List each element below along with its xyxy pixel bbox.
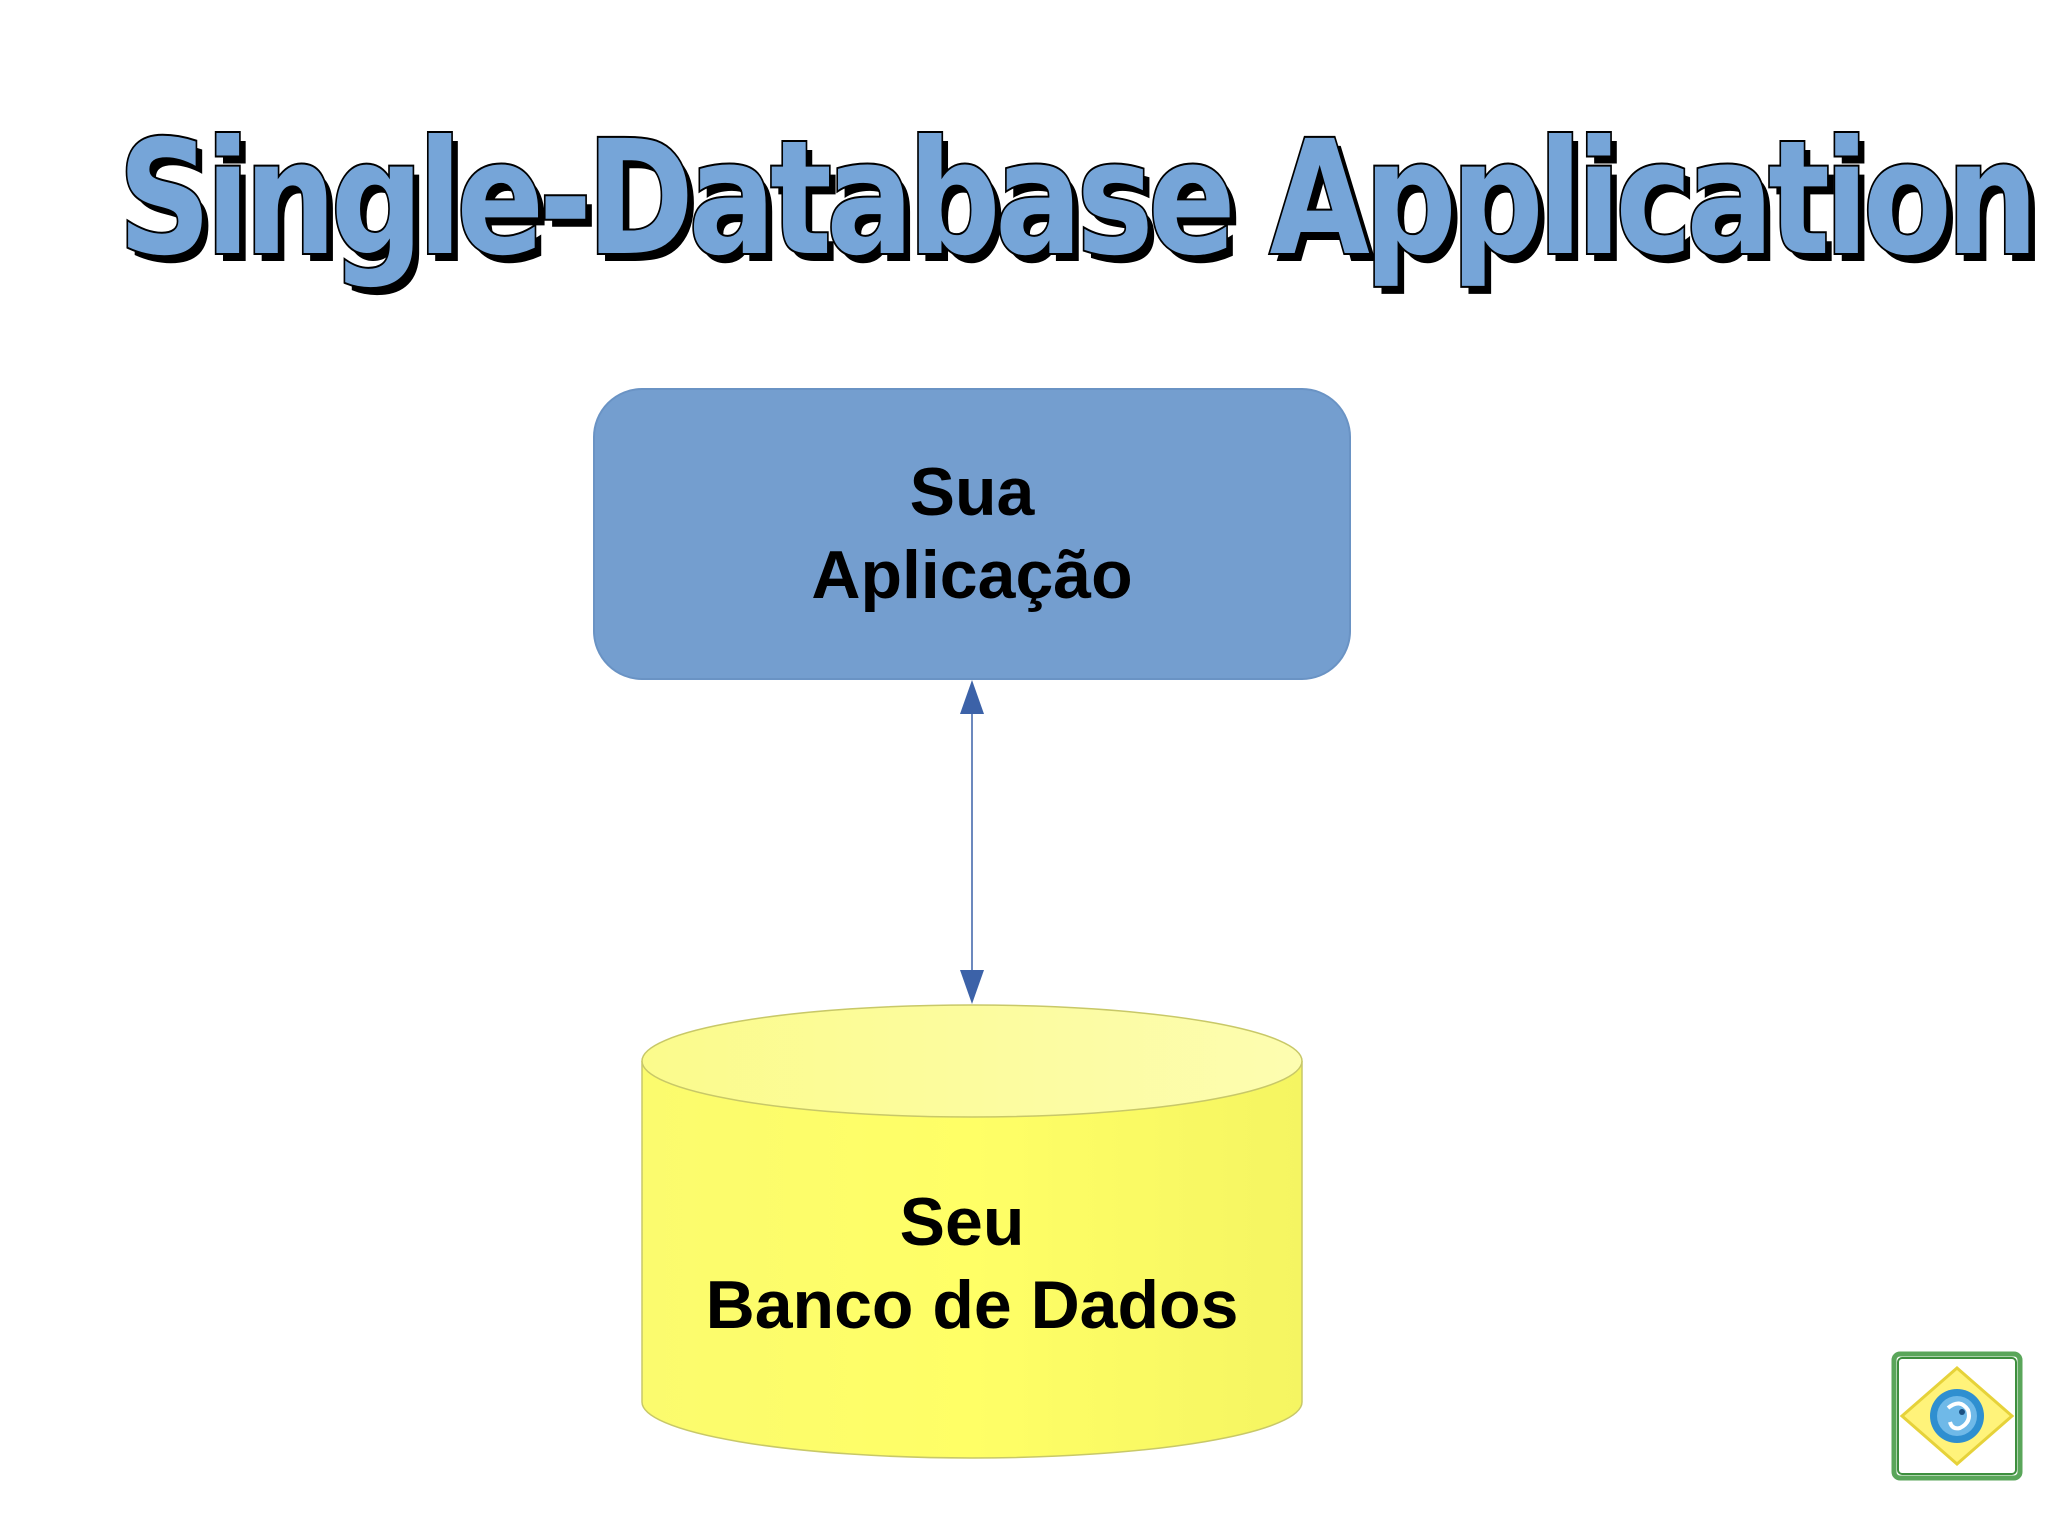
application-box-line1: Sua xyxy=(910,454,1036,530)
database-cylinder-body xyxy=(641,1061,1303,1459)
application-box: Sua Aplicação xyxy=(593,388,1351,680)
database-cylinder-line1: Seu xyxy=(900,1184,1025,1260)
database-cylinder: Seu Banco de Dados xyxy=(641,1004,1303,1459)
database-cylinder-top xyxy=(641,1004,1303,1118)
arrowhead-up-icon xyxy=(960,680,984,714)
arrowhead-down-icon xyxy=(960,970,984,1004)
application-box-line2: Aplicação xyxy=(811,537,1132,613)
brazil-flag-elephant-logo-icon xyxy=(1891,1351,2023,1481)
slide-title: Single-Database Application xyxy=(116,107,2040,291)
application-box-shape xyxy=(593,388,1351,680)
database-cylinder-line2: Banco de Dados xyxy=(706,1267,1239,1343)
bidirectional-connector xyxy=(960,680,984,1004)
